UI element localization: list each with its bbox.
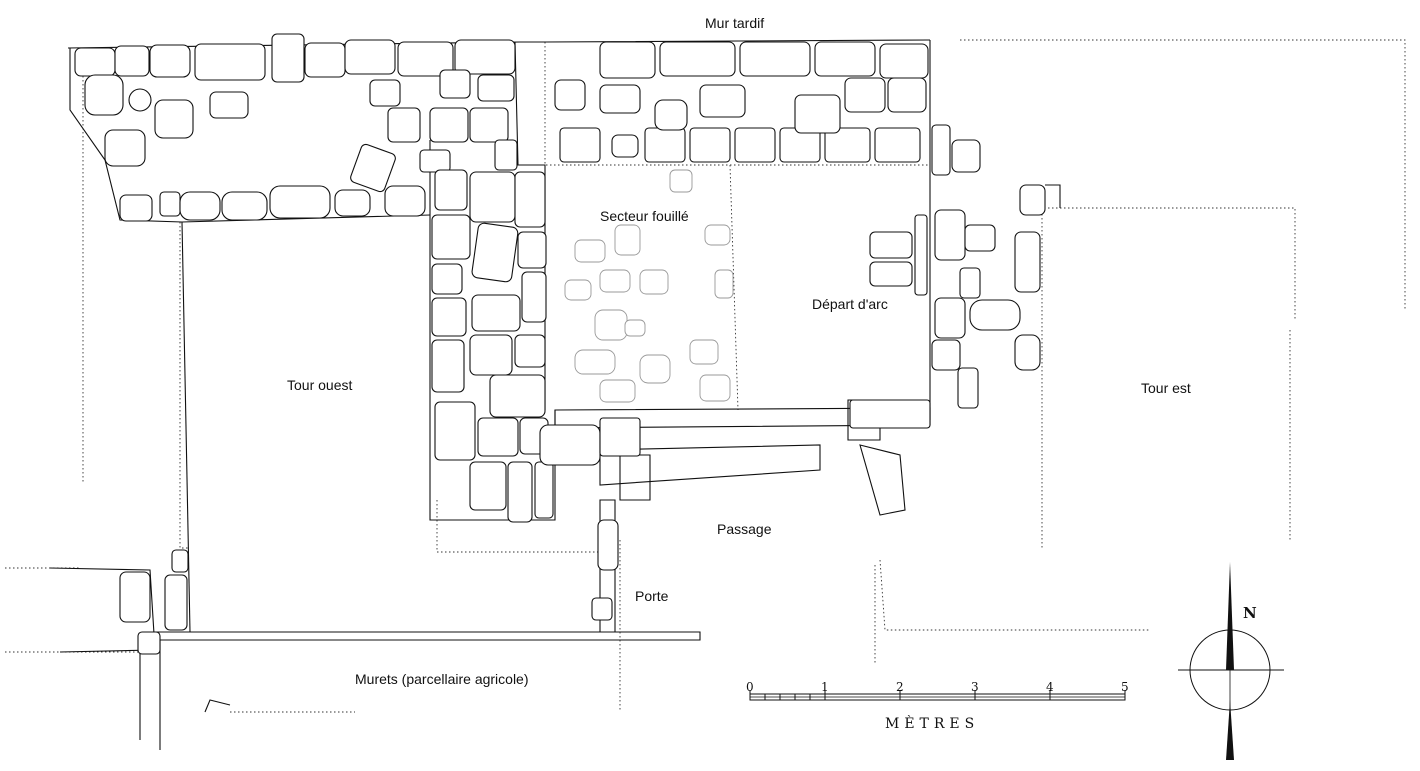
scale-unit-label: MÈTRES (885, 714, 979, 732)
scale-tick-1: 1 (821, 680, 829, 694)
label-porte: Porte (635, 588, 669, 604)
scale-tick-2: 2 (896, 680, 904, 694)
label-murets: Murets (parcellaire agricole) (355, 671, 529, 687)
stones-east-side (849, 124, 1046, 429)
scale-tick-5: 5 (1121, 680, 1129, 694)
scale-tick-0: 0 (746, 680, 754, 694)
label-mur-tardif: Mur tardif (705, 15, 764, 31)
restitution-outlines (5, 39, 1406, 713)
label-secteur-fouille: Secteur fouillé (600, 208, 689, 224)
stones-excavated-sector (564, 169, 734, 403)
scale-bar: 0 1 2 3 4 5 MÈTRES (746, 680, 1129, 732)
scale-tick-3: 3 (971, 680, 979, 694)
north-arrow: N (1178, 562, 1284, 760)
north-label: N (1243, 604, 1257, 622)
stones-north-wall (74, 33, 929, 222)
label-tour-ouest: Tour ouest (287, 377, 352, 393)
stones-central-pier (431, 169, 641, 523)
label-depart-arc: Départ d'arc (812, 296, 888, 312)
label-tour-est: Tour est (1141, 380, 1191, 396)
stones-murets (119, 519, 619, 655)
plan-labels: Mur tardif Secteur fouillé Départ d'arc … (287, 15, 1191, 687)
label-passage: Passage (717, 521, 772, 537)
scale-tick-4: 4 (1046, 680, 1054, 694)
